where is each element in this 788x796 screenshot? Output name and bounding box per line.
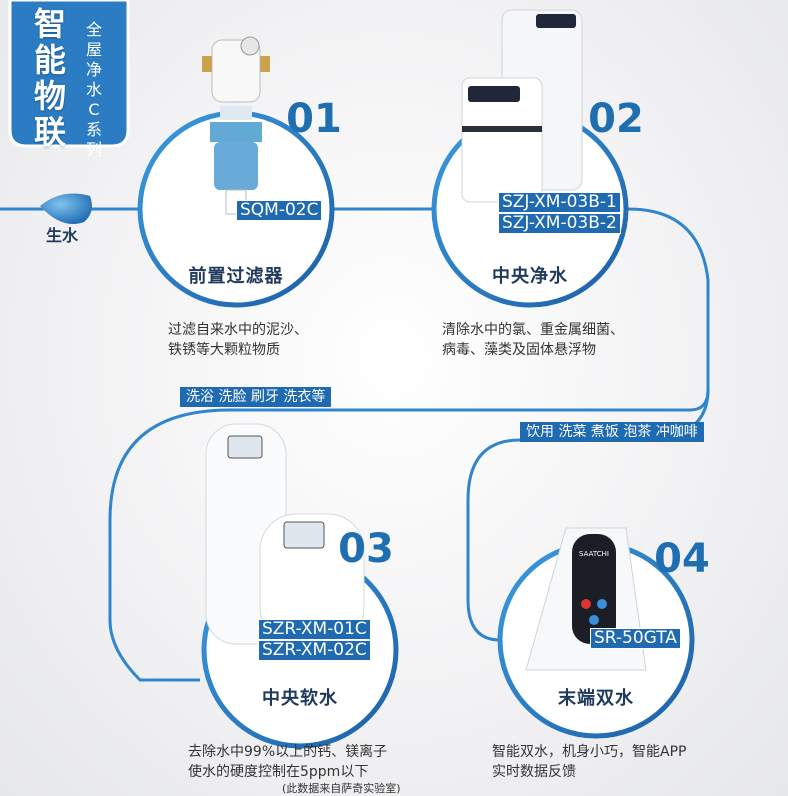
desc-step-2-line1: 清除水中的氯、重金属细菌、 [442, 322, 624, 338]
badge-sub-char: 净 [85, 60, 102, 79]
series-badge: 智能物联 全 屋 净 水 C 系 列 [6, 0, 136, 159]
label-step-4: 末端双水 [558, 688, 634, 709]
desc-step-4-line2: 实时数据反馈 [492, 764, 576, 780]
badge-sub-char: 列 [85, 140, 102, 159]
label-step-1: 前置过滤器 [188, 266, 284, 287]
desc-step-2-line2: 病毒、藻类及固体悬浮物 [442, 342, 596, 358]
water-softener-image [205, 423, 365, 645]
model-step-2b: SZJ-XM-03B-2 [498, 213, 621, 234]
badge-subtitle: 全 屋 净 水 C 系 列 [84, 20, 104, 160]
water-drop-icon [40, 193, 92, 224]
badge-title-char: 联 [33, 113, 66, 151]
step-number-2: 02 [588, 96, 644, 142]
desc-step-1-line1: 过滤自来水中的泥沙、 [168, 322, 308, 338]
raw-water-label: 生水 [46, 226, 79, 245]
badge-sub-char: C [88, 100, 100, 119]
badge-title: 智能物联 [30, 6, 70, 150]
desc-step-4-line1: 智能双水，机身小巧，智能APP [492, 744, 687, 760]
badge-sub-char: 全 [85, 20, 102, 39]
model-step-3a: SZR-XM-01C [258, 619, 371, 640]
model-step-3b: SZR-XM-02C [258, 640, 371, 661]
label-step-2: 中央净水 [492, 266, 568, 287]
data-source-note: (此数据来自萨奇实验室) [282, 782, 401, 795]
badge-sub-char: 水 [85, 80, 102, 99]
badge-sub-char: 屋 [85, 40, 102, 59]
desc-step-1-line2: 铁锈等大颗粒物质 [168, 342, 280, 358]
model-step-1: SQM-02C [236, 200, 323, 221]
model-step-2a: SZJ-XM-03B-1 [498, 192, 621, 213]
water-dispenser-image: SAATCHI [525, 527, 647, 671]
label-step-3: 中央软水 [262, 688, 338, 709]
badge-sub-char: 系 [85, 120, 102, 139]
product-brand: SAATCHI [579, 550, 609, 558]
badge-title-char: 智 [33, 5, 66, 43]
desc-step-3-line2: 使水的硬度控制在5ppm以下 [188, 764, 369, 780]
usage-tag-bath: 洗浴 洗脸 刷牙 洗衣等 [180, 387, 332, 407]
series-badge-shape [8, 0, 130, 148]
badge-title-char: 能 [33, 41, 66, 79]
usage-tag-drink: 饮用 洗菜 煮饭 泡茶 冲咖啡 [520, 422, 704, 442]
step-number-1: 01 [286, 96, 342, 142]
badge-title-char: 物 [33, 77, 66, 115]
step-number-3: 03 [338, 526, 394, 572]
desc-step-3-line1: 去除水中99%以上的钙、镁离子 [188, 744, 388, 760]
model-step-4: SR-50GTA [590, 628, 681, 649]
central-purifier-image [461, 9, 583, 203]
step-number-4: 04 [654, 536, 710, 582]
